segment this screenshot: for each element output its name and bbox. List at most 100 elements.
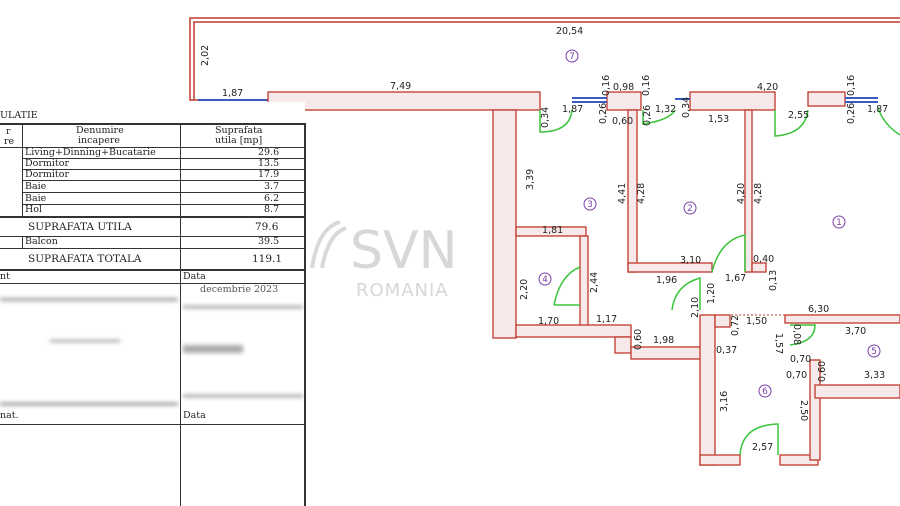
dimension-label: 1,17: [596, 314, 617, 325]
dimension-label: 1,57: [773, 333, 784, 354]
room-number: 7: [569, 52, 575, 62]
watermark-logo-icon: [310, 220, 347, 269]
dimension-label: 0,08: [791, 324, 802, 345]
room-area: 3.7: [264, 181, 280, 192]
watermark-sub: ROMANIA: [356, 280, 449, 301]
dimension-label: 1,20: [706, 283, 717, 304]
room-number: 2: [687, 204, 693, 214]
dimension-label: 2,55: [788, 110, 809, 121]
dimension-label: 7,49: [390, 81, 411, 92]
dimension-label: 0,60: [633, 329, 644, 350]
dimension-label: 1,53: [708, 114, 729, 125]
total-area-value: 119.1: [252, 253, 283, 265]
dimension-label: 2,02: [200, 45, 211, 66]
room-area: 29.6: [258, 147, 280, 158]
room-numbers: [538, 49, 881, 398]
windows: [572, 97, 878, 103]
dimension-label: 2,20: [519, 279, 530, 300]
dimension-label: 1,81: [542, 225, 563, 236]
walls: [267, 91, 900, 466]
footer-left-label: nt: [0, 271, 10, 282]
dimension-label: 0,60: [817, 361, 828, 382]
room-name: Baie: [25, 193, 47, 204]
dimension-label: 0,34: [540, 107, 551, 128]
dimension-label: 0,26: [598, 103, 609, 124]
room-name: Hol: [25, 204, 43, 215]
dimension-label: 1,67: [725, 273, 746, 284]
dimension-label: 0,98: [613, 82, 634, 93]
dimension-label: 4,20: [736, 183, 747, 204]
dimension-label: 0,16: [846, 75, 857, 96]
dimension-label: 20,54: [556, 26, 583, 37]
dimension-label: 2,44: [589, 272, 600, 293]
table-title: ULATIE: [0, 110, 38, 121]
header-col1: re: [4, 136, 15, 147]
dimension-label: 2,10: [690, 297, 701, 318]
dimension-label: 1,96: [656, 275, 677, 286]
dimension-label: 1,98: [653, 335, 674, 346]
dimension-label: 0,72: [730, 315, 741, 336]
room-number: 1: [836, 218, 842, 228]
room-name: Baie: [25, 181, 47, 192]
dimension-label: 0,60: [612, 116, 633, 127]
room-name: Dormitor: [25, 158, 70, 169]
header-area: Suprafata: [215, 125, 263, 136]
room-number: 5: [871, 347, 877, 357]
dimension-label: 1,87: [867, 104, 888, 115]
signed-date-label: Data: [183, 410, 206, 421]
dimension-label: 2,50: [798, 400, 809, 421]
dimension-label: 2,57: [752, 442, 773, 453]
room-number: 3: [587, 200, 593, 210]
dimension-label: 0,70: [786, 370, 807, 381]
dimension-label: 0,16: [601, 75, 612, 96]
dimension-label: 0,16: [641, 75, 652, 96]
header-col1: r: [6, 126, 11, 137]
room-area: 8.7: [264, 204, 280, 215]
dimension-label: 6,30: [808, 304, 829, 315]
dimension-label: 1,87: [222, 88, 243, 99]
signed-label: nat.: [0, 410, 19, 421]
dimension-label: 3,70: [845, 326, 866, 337]
dimension-label: 4,20: [757, 82, 778, 93]
useful-area-value: 79.6: [255, 221, 279, 233]
room-number: 4: [542, 275, 548, 285]
header-name: incapere: [78, 135, 121, 146]
dimension-label: 0,34: [681, 97, 692, 118]
room-area: 13.5: [258, 158, 280, 169]
dimension-label: 4,41: [617, 183, 628, 204]
watermark: SVN ROMANIA: [310, 220, 457, 301]
dimension-label: 4,28: [636, 183, 647, 204]
header-area: utila [mp]: [215, 135, 263, 146]
dimension-label: 0,40: [753, 254, 774, 265]
dimension-label: 3,33: [864, 370, 885, 381]
balcony-value: 39.5: [258, 236, 280, 247]
dimension-label: 1,87: [562, 104, 583, 115]
room-area: 17.9: [258, 169, 280, 180]
room-area: 6.2: [264, 193, 280, 204]
room-name: Dormitor: [25, 169, 70, 180]
useful-area-label: SUPRAFATA UTILA: [28, 221, 132, 233]
footer-date-label: Data: [183, 271, 206, 282]
dimension-label: 1,70: [538, 316, 559, 327]
dimension-label: 0,37: [716, 345, 737, 356]
dimension-label: 0,26: [846, 103, 857, 124]
room-name: Living+Dinning+Bucatarie: [25, 147, 156, 158]
dimension-label: 0,13: [768, 270, 779, 291]
header-name: Denumire: [76, 125, 124, 136]
surface-table: ULATIE r re Denumire incapere Suprafata …: [0, 0, 310, 506]
total-area-label: SUPRAFATA TOTALA: [28, 253, 142, 265]
dimension-label: 3,16: [719, 391, 730, 412]
dimensions: 20,54 2,02 1,87 7,49 0,34 1,87 0,16 0,98…: [200, 26, 888, 453]
balcony-label: Balcon: [25, 236, 58, 247]
dimension-label: 1,32: [655, 104, 676, 115]
dimension-label: 1,50: [746, 316, 767, 327]
dimension-label: 3,39: [525, 169, 536, 190]
dimension-label: 4,28: [753, 183, 764, 204]
doors: [539, 107, 900, 456]
dimension-label: 0,26: [642, 105, 653, 126]
room-number: 6: [762, 387, 768, 397]
date-value: decembrie 2023: [200, 284, 279, 295]
dimension-label: 3,10: [680, 255, 701, 266]
dimension-label: 0,70: [790, 354, 811, 365]
